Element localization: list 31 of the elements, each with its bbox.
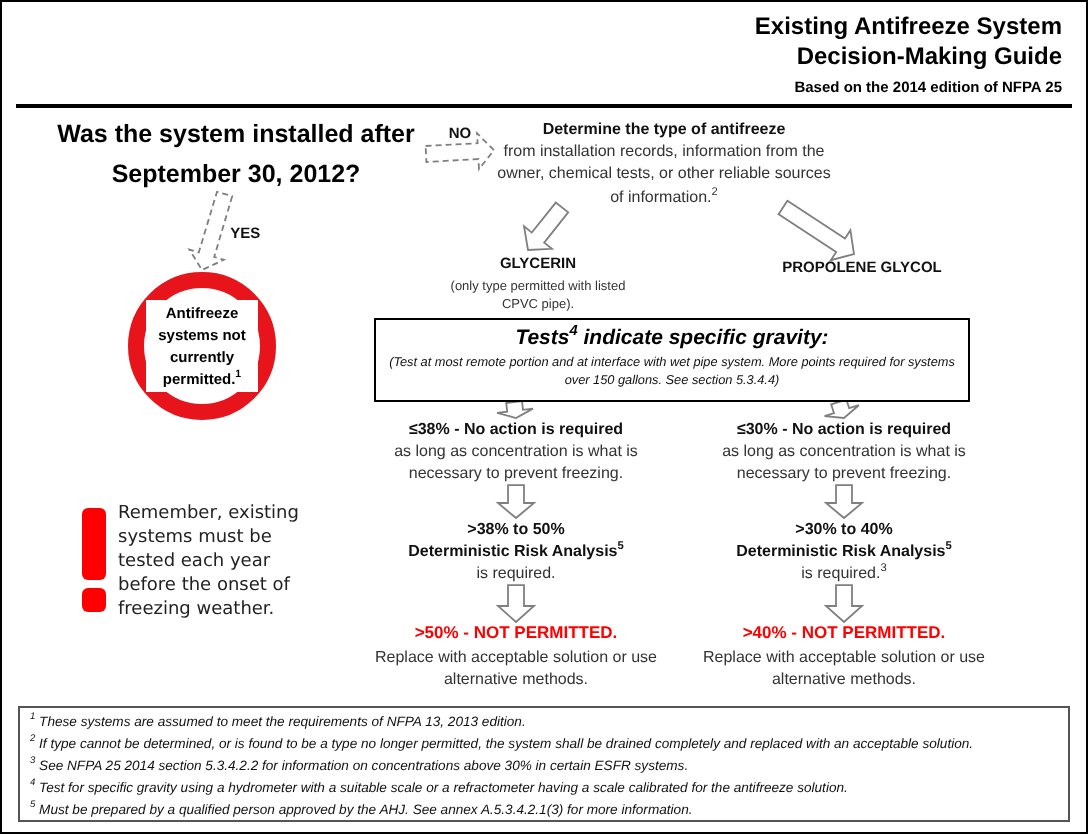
- result-note: Replace with acceptable solution or use alternative methods.: [373, 645, 659, 691]
- result-note: as long as concentration is what is necessary to prevent freezing.: [392, 440, 640, 486]
- result-heading: Deterministic Risk Analysis$^{5}$: [734, 540, 954, 563]
- test-box: [374, 318, 970, 402]
- block-arrow: [424, 130, 496, 172]
- result-heading: ≤30% - No action is required: [734, 418, 954, 441]
- block-arrow: [522, 201, 570, 251]
- step-heading: Determine the type of antifreeze: [540, 118, 788, 141]
- warning-heading: >50% - NOT PERMITTED.: [412, 622, 620, 646]
- step-description: from installation records, information from the owner, chemical tests, or other reliable sources of information.$^{2}$: [495, 140, 833, 208]
- block-arrow: [823, 584, 865, 624]
- result-note: as long as concentration is what is necessary to prevent freezing.: [720, 440, 968, 486]
- result-note: Replace with acceptable solution or use alternative methods.: [701, 645, 987, 691]
- result-heading: ≤38% - No action is required: [406, 418, 626, 441]
- block-arrow: [495, 584, 537, 624]
- result-heading: Deterministic Risk Analysis$^{5}$: [406, 540, 626, 563]
- reminder-text: Remember, existing systems must be tested each year before the onset of freezing weather.: [118, 502, 301, 622]
- block-arrow: [496, 400, 534, 419]
- block-arrow: [495, 484, 537, 520]
- warning-heading: >40% - NOT PERMITTED.: [740, 622, 948, 646]
- question-text: Was the system installed after September 30, 2012?: [55, 118, 417, 192]
- block-arrow: [187, 190, 234, 272]
- title-text: Existing Antifreeze System Decision-Making Guide: [752, 12, 1062, 72]
- block-arrow: [777, 199, 855, 262]
- block-arrow: [823, 398, 860, 419]
- test-heading: Tests$^{4}$ indicate specific gravity:: [513, 324, 831, 354]
- result-note: is required.: [474, 562, 558, 586]
- result-note: is required.$^{3}$: [799, 562, 889, 586]
- result-heading: >38% to 50%: [465, 518, 567, 541]
- block-arrow: [823, 484, 865, 520]
- result-heading: >30% to 40%: [793, 518, 895, 541]
